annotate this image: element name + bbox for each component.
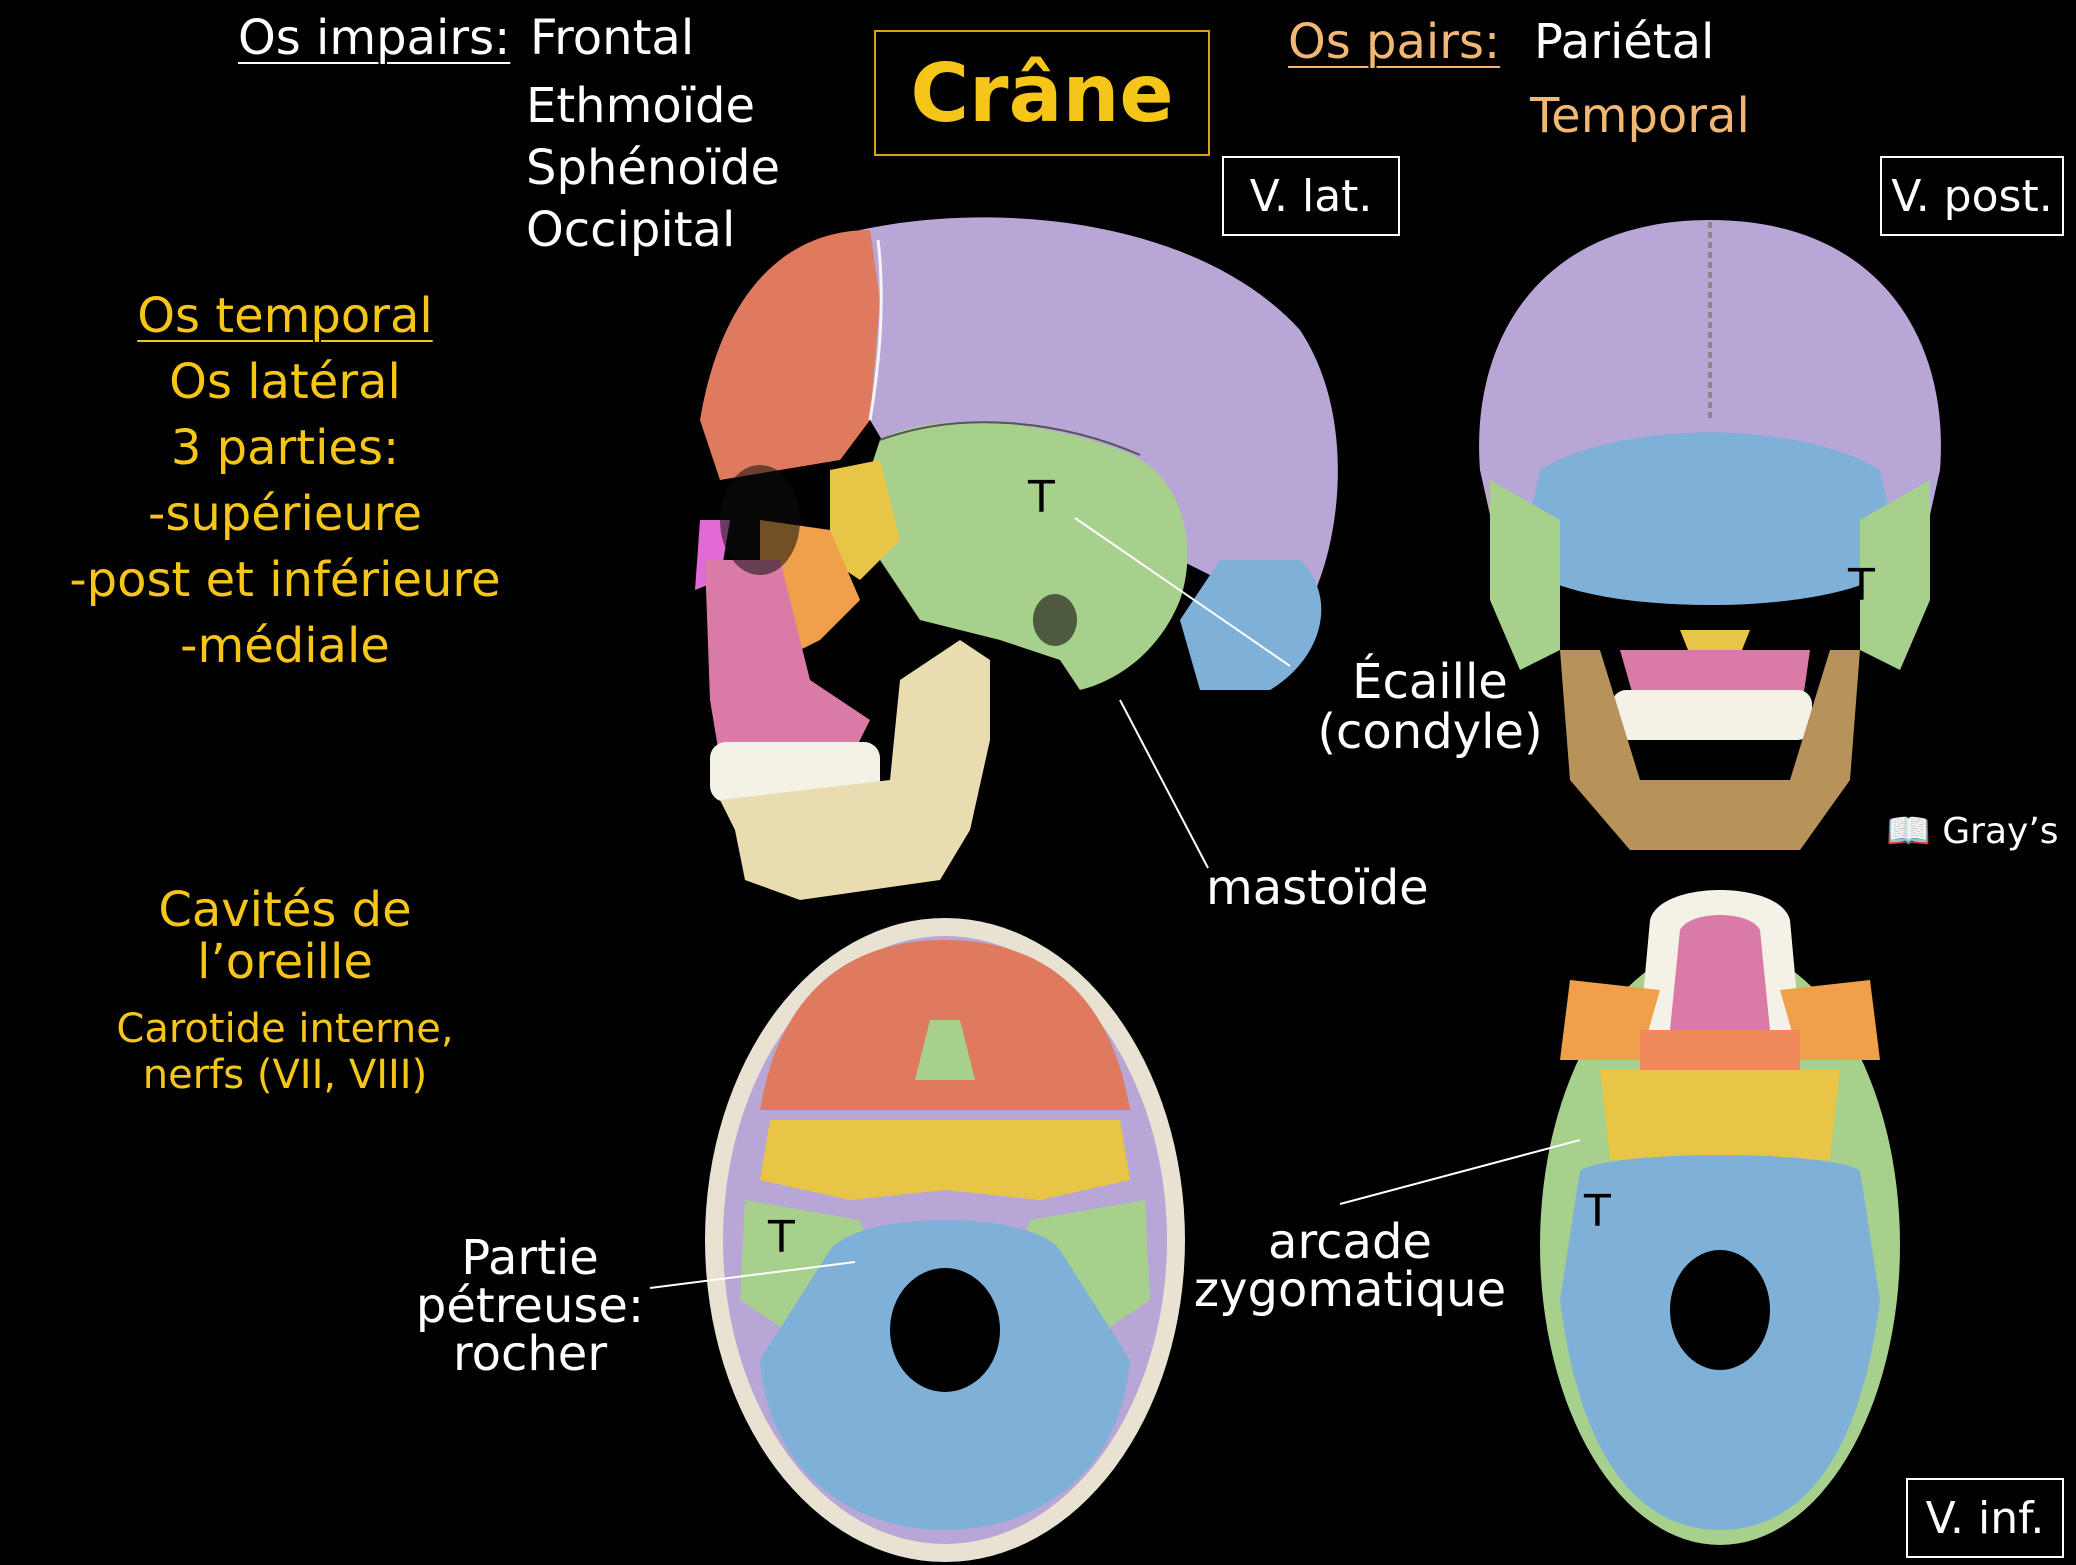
ear-line-1: Carotide interne, [116,1006,454,1052]
ear-heading-line-2: l’oreille [197,934,373,990]
unpaired-bone-occipital: Occipital [526,202,736,258]
paired-label: Os pairs: [1288,14,1501,70]
t-marker-inferior: T [1583,1186,1611,1237]
unpaired-bone-ethmoid: Ethmoïde [526,78,756,134]
paired-bone-temporal: Temporal [1530,88,1750,144]
leader-mastoide [1119,699,1209,869]
lateral-view-skull [695,217,1338,900]
annotation-petreuse-3: rocher [452,1326,608,1382]
t-marker-lateral: T [1027,472,1055,523]
source-credit: 📖 Gray’s [1886,811,2059,852]
temporal-line-3: -supérieure [148,486,422,542]
annotation-petreuse-1: Partie [461,1230,599,1286]
temporal-line-1: Os latéral [169,354,401,410]
annotation-mastoide: mastoïde [1206,860,1429,916]
temporal-line-5: -médiale [180,618,390,674]
view-label-inferior: V. inf. [1906,1478,2064,1558]
view-label-posterior: V. post. [1880,156,2064,236]
page-title: Crâne [874,30,1210,156]
ear-heading-line-1: Cavités de [158,882,412,938]
leader-ecaille [1074,517,1291,667]
unpaired-bone-sphenoid: Sphénoïde [526,140,781,196]
annotation-ecaille-1: Écaille [1352,654,1508,710]
t-marker-internal: T [767,1212,795,1263]
posterior-view-skull [1479,220,1941,850]
annotation-arcade-2: zygomatique [1193,1262,1507,1318]
leader-petreuse [649,1261,856,1289]
annotation-arcade-1: arcade [1268,1214,1432,1270]
leader-arcade [1339,1139,1581,1205]
internal-base-view [705,918,1185,1562]
view-label-lateral: V. lat. [1222,156,1400,236]
temporal-line-4: -post et inférieure [69,552,501,608]
annotation-ecaille-2: (condyle) [1317,704,1543,760]
annotation-petreuse-2: pétreuse: [415,1278,645,1334]
temporal-heading: Os temporal [137,288,433,344]
t-marker-posterior: T [1847,560,1875,611]
paired-bone-parietal: Pariétal [1534,14,1715,70]
inferior-view-skull [1540,890,1900,1545]
unpaired-label: Os impairs: [238,10,511,66]
ear-line-2: nerfs (VII, VIII) [142,1052,428,1098]
unpaired-bone-frontal: Frontal [530,10,695,66]
temporal-line-2: 3 parties: [170,420,400,476]
